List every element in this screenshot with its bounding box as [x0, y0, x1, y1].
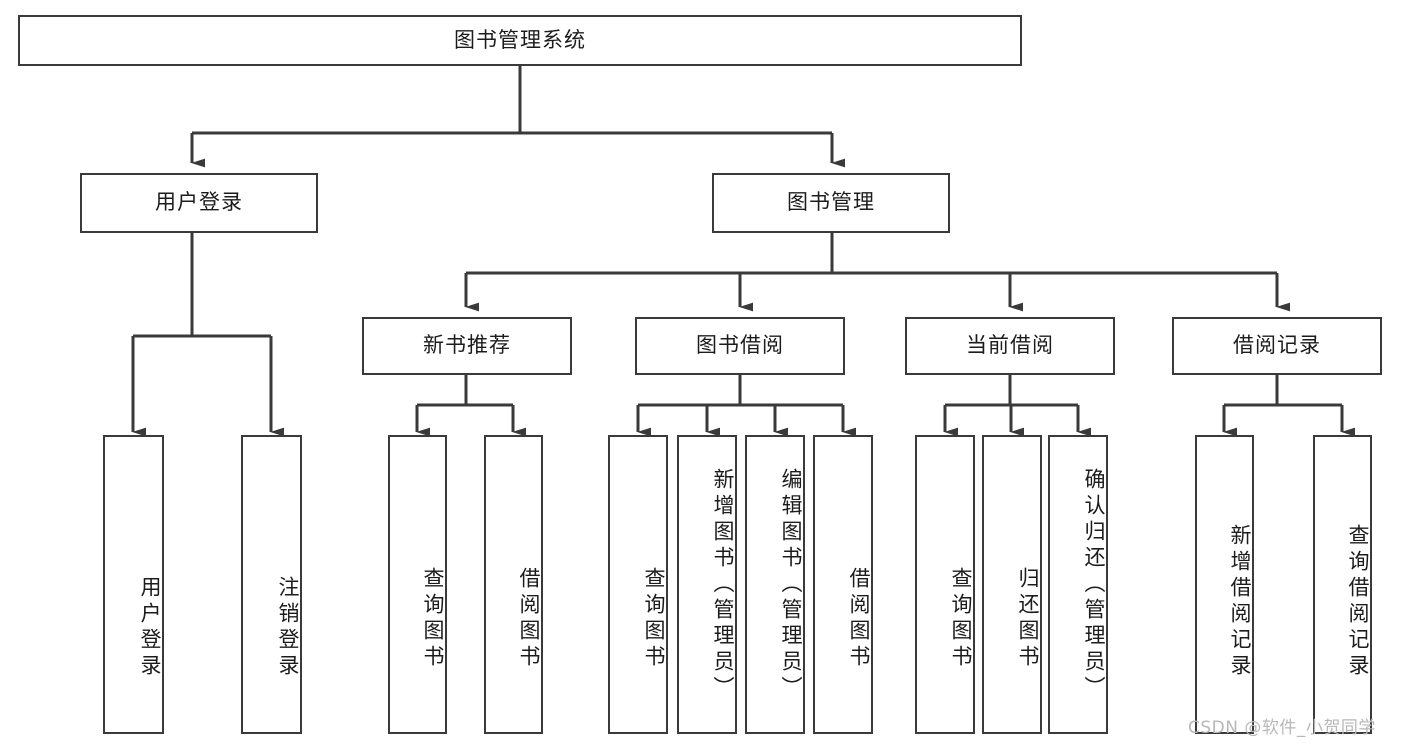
node-current-borrow-label: 当前借阅: [966, 333, 1054, 358]
leaf-query-book-1[interactable]: 查询图书: [388, 435, 447, 734]
leaf-query-record-label: 查询借阅记录: [1346, 523, 1370, 680]
leaf-query-book-3-label: 查询图书: [949, 567, 973, 671]
leaf-edit-book-label: 编辑图书（管理员）: [779, 467, 803, 702]
node-user-login[interactable]: 用户登录: [80, 173, 318, 233]
node-borrow-record[interactable]: 借阅记录: [1172, 317, 1382, 375]
node-book-manage[interactable]: 图书管理: [712, 173, 950, 233]
leaf-query-book-1-label: 查询图书: [421, 567, 445, 671]
node-new-book-recommend[interactable]: 新书推荐: [362, 317, 572, 375]
leaf-query-record[interactable]: 查询借阅记录: [1313, 435, 1372, 734]
leaf-add-record-label: 新增借阅记录: [1228, 523, 1252, 680]
leaf-logout-label: 注销登录: [276, 575, 300, 680]
leaf-query-book-2[interactable]: 查询图书: [608, 435, 668, 734]
leaf-return-book[interactable]: 归还图书: [982, 435, 1042, 734]
leaf-borrow-book-2[interactable]: 借阅图书: [813, 435, 873, 734]
leaf-return-book-label: 归还图书: [1016, 567, 1040, 671]
leaf-add-book[interactable]: 新增图书（管理员）: [677, 435, 737, 734]
leaf-add-book-label: 新增图书（管理员）: [711, 467, 735, 702]
node-book-manage-label: 图书管理: [787, 190, 875, 215]
leaf-borrow-book-1[interactable]: 借阅图书: [484, 435, 543, 734]
leaf-logout[interactable]: 注销登录: [241, 435, 302, 734]
node-current-borrow[interactable]: 当前借阅: [905, 317, 1115, 375]
watermark-text: CSDN @软件_小贺同学: [1188, 718, 1376, 738]
node-root[interactable]: 图书管理系统: [18, 15, 1022, 66]
leaf-edit-book[interactable]: 编辑图书（管理员）: [745, 435, 805, 734]
node-borrow-record-label: 借阅记录: [1233, 333, 1321, 358]
node-root-label: 图书管理系统: [454, 27, 586, 52]
leaf-user-login-label: 用户登录: [138, 575, 162, 680]
leaf-confirm-return-label: 确认归还（管理员）: [1082, 467, 1106, 702]
leaf-query-book-3[interactable]: 查询图书: [915, 435, 975, 734]
leaf-add-record[interactable]: 新增借阅记录: [1195, 435, 1254, 734]
leaf-query-book-2-label: 查询图书: [642, 567, 666, 671]
node-book-borrow[interactable]: 图书借阅: [635, 317, 845, 375]
node-user-login-label: 用户登录: [155, 190, 243, 215]
leaf-user-login[interactable]: 用户登录: [103, 435, 164, 734]
node-book-borrow-label: 图书借阅: [696, 333, 784, 358]
leaf-borrow-book-2-label: 借阅图书: [847, 567, 871, 671]
leaf-borrow-book-1-label: 借阅图书: [517, 567, 541, 671]
leaf-confirm-return[interactable]: 确认归还（管理员）: [1048, 435, 1108, 734]
node-new-book-recommend-label: 新书推荐: [423, 333, 511, 358]
